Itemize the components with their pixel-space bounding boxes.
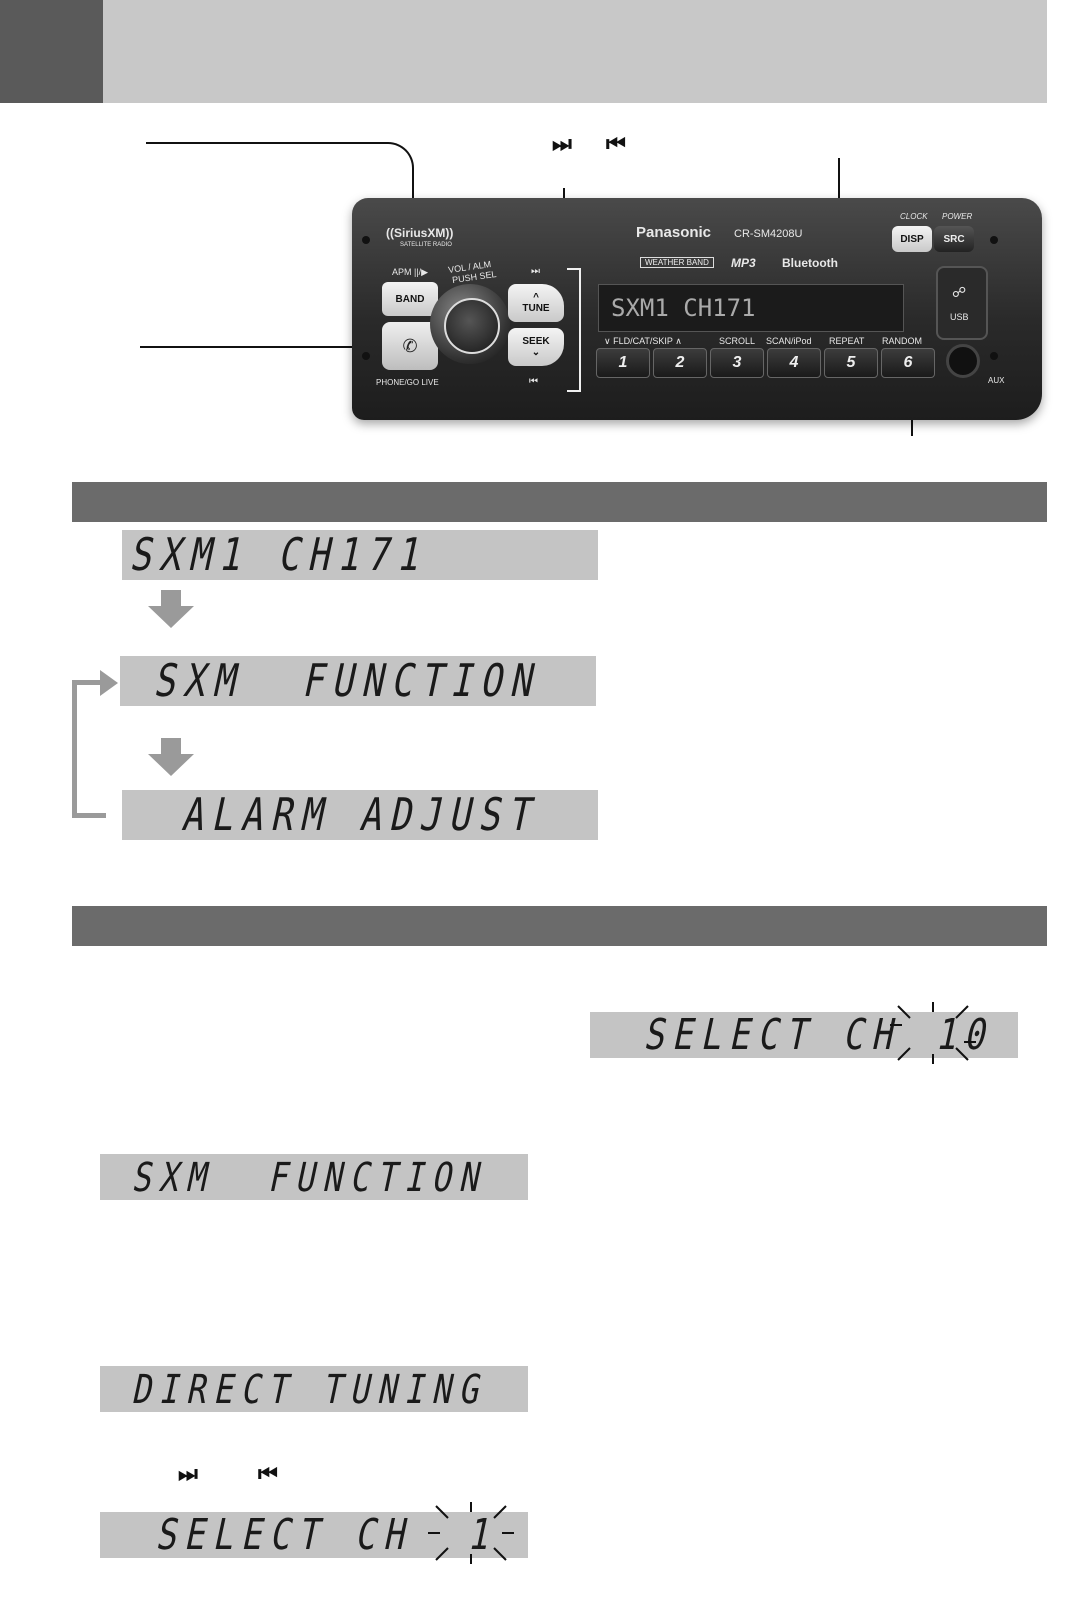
satellite-radio-label: SATELLITE RADIO (400, 242, 452, 248)
skip-back-icon: ⏮ (606, 132, 626, 157)
lcd-display-sxm-function: SXM FUNCTION (120, 656, 596, 706)
preset-label-repeat: REPEAT (829, 336, 865, 346)
lcd-display-alarm-adjust: ALARM ADJUST (122, 790, 598, 840)
aux-label: AUX (988, 376, 1005, 385)
tune-seek-bracket (567, 268, 581, 392)
phone-go-live-label: PHONE/GO LIVE (376, 378, 439, 387)
down-arrow-icon (148, 738, 194, 776)
preset-button-2[interactable]: 2 (653, 348, 707, 378)
tune-button[interactable]: ^TUNE (508, 284, 564, 322)
preset-button-3[interactable]: 3 (710, 348, 764, 378)
callout-line-knob (140, 346, 466, 348)
screw-icon (990, 352, 998, 360)
brand-logo: Panasonic (636, 224, 712, 241)
bluetooth-logo: Bluetooth (782, 256, 838, 270)
apm-label: APM ||/▶ (392, 267, 429, 277)
skip-back-icon: ⏮ (258, 1462, 278, 1487)
model-number: CR-SM4208U (734, 228, 803, 240)
phone-button[interactable]: ✆ (382, 322, 438, 370)
chevron-up-icon: ^ (533, 292, 539, 303)
aux-jack[interactable] (946, 344, 980, 378)
usb-port-cover[interactable] (936, 266, 988, 340)
disp-button[interactable]: DISP (892, 226, 932, 252)
chevron-down-icon: ⌄ (531, 347, 541, 358)
screw-icon (990, 236, 998, 244)
skip-forward-icon: ⏭ (531, 266, 540, 277)
loop-back-line (72, 680, 106, 818)
volume-knob-center (444, 298, 500, 354)
preset-label-fld: ∨ FLD/CAT/SKIP ∧ (604, 336, 682, 346)
mp3-logo: MP3 (731, 256, 756, 270)
header-tab (0, 0, 103, 103)
power-label: POWER (942, 212, 973, 221)
lcd-display-channel: SXM1 CH171 (122, 530, 598, 580)
blink-indicator-icon (428, 1502, 514, 1564)
section-bar-2 (72, 906, 1047, 946)
weather-band-badge: WEATHER BAND (640, 257, 714, 268)
src-button[interactable]: SRC (934, 226, 974, 252)
blink-indicator-icon (890, 1002, 976, 1064)
preset-button-4[interactable]: 4 (767, 348, 821, 378)
skip-forward-icon: ⏭ (178, 1462, 198, 1487)
screw-icon (362, 352, 370, 360)
screw-icon (362, 236, 370, 244)
band-button[interactable]: BAND (382, 282, 438, 316)
lcd-display-select-ch-10: SELECT CH 10 (590, 1012, 1018, 1058)
header-bar (103, 0, 1047, 103)
down-arrow-icon (148, 590, 194, 628)
clock-label: CLOCK (900, 212, 928, 221)
section-bar-1 (72, 482, 1047, 522)
usb-icon: ☍ (952, 284, 967, 300)
lcd-display-direct-tuning: DIRECT TUNING (100, 1366, 528, 1412)
preset-label-random: RANDOM (882, 336, 922, 346)
preset-button-1[interactable]: 1 (596, 348, 650, 378)
phone-icon: ✆ (402, 335, 418, 356)
seek-button[interactable]: SEEK⌄ (508, 328, 564, 366)
preset-label-scroll: SCROLL (719, 336, 756, 346)
siriusxm-logo: ((SiriusXM)) (386, 226, 454, 240)
lcd-display-sxm-function-2: SXM FUNCTION (100, 1154, 528, 1200)
right-arrow-icon (100, 670, 118, 696)
callout-line-band (146, 142, 386, 144)
preset-label-scan: SCAN/iPod (766, 336, 812, 346)
skip-back-icon: ⏮ (529, 376, 538, 387)
lcd-display-select-ch-1: SELECT CH 1 (100, 1512, 528, 1558)
usb-label: USB (950, 312, 969, 322)
preset-button-6[interactable]: 6 (881, 348, 935, 378)
preset-button-5[interactable]: 5 (824, 348, 878, 378)
skip-forward-icon: ⏭ (552, 132, 572, 157)
device-display: SXM1 CH171 (598, 284, 904, 332)
